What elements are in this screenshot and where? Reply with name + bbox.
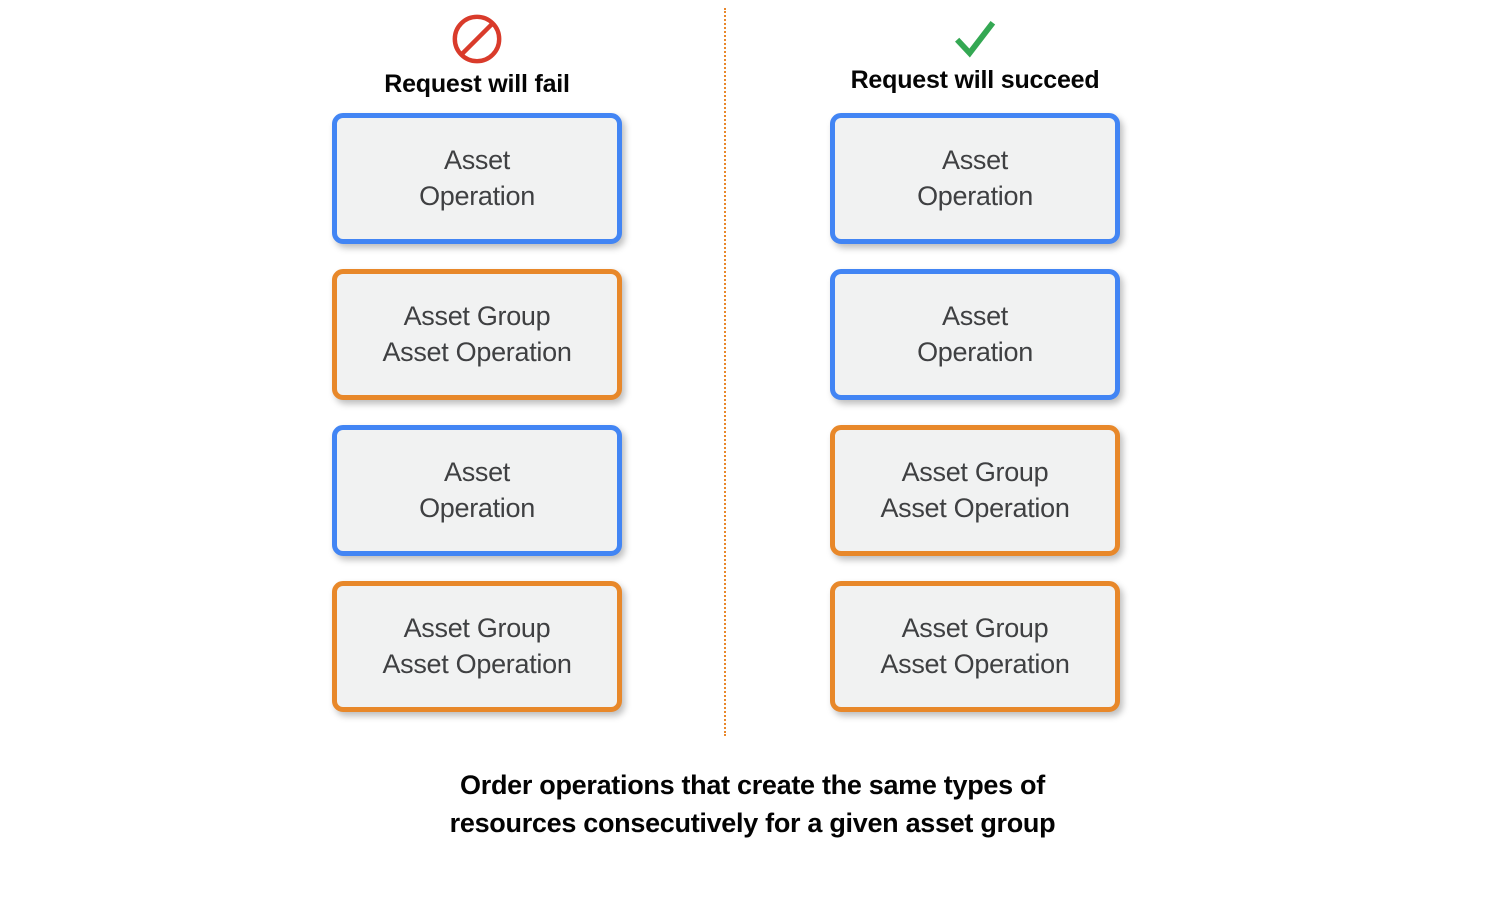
prohibition-icon bbox=[452, 14, 502, 64]
operation-box-label: Asset Operation bbox=[917, 300, 1033, 367]
operation-box[interactable]: Asset Operation bbox=[830, 113, 1120, 244]
operation-stack-fail: Asset Operation Asset Group Asset Operat… bbox=[332, 113, 622, 737]
operation-box-label: Asset Operation bbox=[419, 456, 535, 523]
diagram-caption: Order operations that create the same ty… bbox=[449, 770, 1056, 839]
column-header-succeed: Request will succeed bbox=[830, 12, 1120, 93]
operation-box[interactable]: Asset Operation bbox=[332, 113, 622, 244]
checkmark-icon bbox=[955, 20, 996, 58]
operation-box[interactable]: Asset Group Asset Operation bbox=[830, 425, 1120, 556]
operation-box[interactable]: Asset Group Asset Operation bbox=[830, 581, 1120, 712]
column-title-fail: Request will fail bbox=[384, 70, 570, 98]
operation-box[interactable]: Asset Group Asset Operation bbox=[332, 269, 622, 400]
operation-stack-succeed: Asset Operation Asset Operation Asset Gr… bbox=[830, 113, 1120, 737]
column-title-succeed: Request will succeed bbox=[850, 66, 1100, 94]
operation-box[interactable]: Asset Operation bbox=[830, 269, 1120, 400]
operation-box-label: Asset Group Asset Operation bbox=[880, 612, 1070, 679]
operation-box[interactable]: Asset Group Asset Operation bbox=[332, 581, 622, 712]
operation-box-label: Asset Group Asset Operation bbox=[382, 300, 572, 367]
operation-box[interactable]: Asset Operation bbox=[332, 425, 622, 556]
column-header-fail: Request will fail bbox=[332, 12, 622, 97]
operation-box-label: Asset Operation bbox=[917, 144, 1033, 211]
operation-box-label: Asset Operation bbox=[419, 144, 535, 211]
operation-box-label: Asset Group Asset Operation bbox=[382, 612, 572, 679]
operation-box-label: Asset Group Asset Operation bbox=[880, 456, 1070, 523]
column-divider bbox=[724, 8, 726, 736]
